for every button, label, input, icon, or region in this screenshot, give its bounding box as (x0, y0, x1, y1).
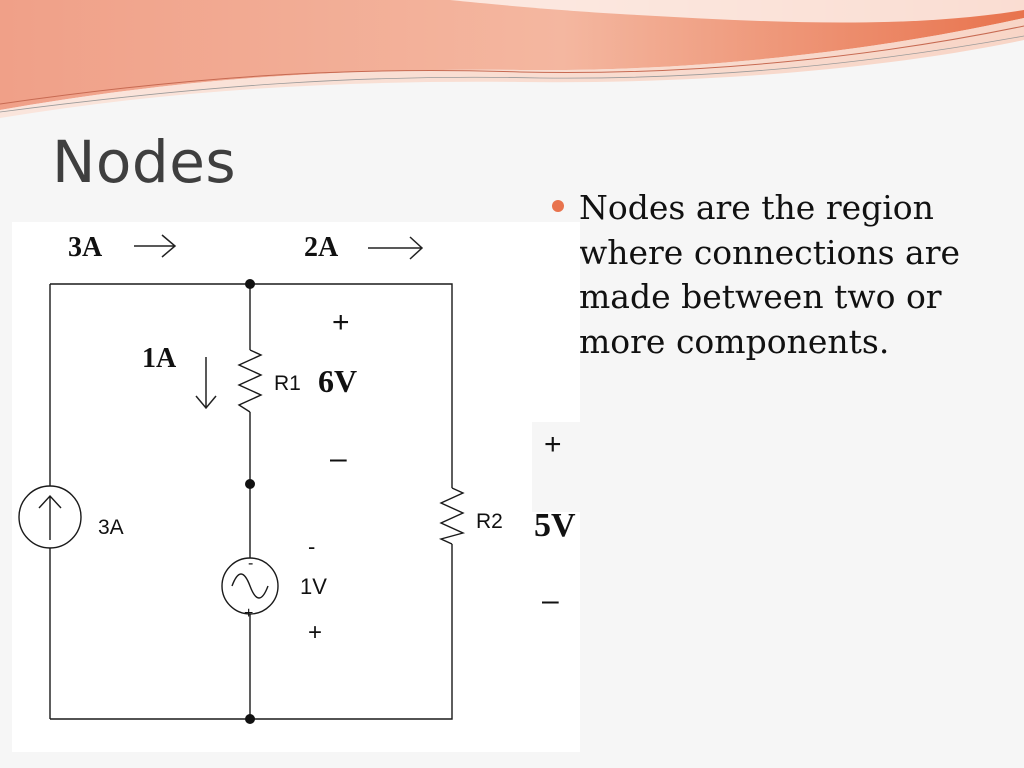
circuit-background (12, 222, 580, 752)
circuit-diagram: 3A 2A 1A + R1 6V – 3A - 1V + - + R2 + 5V… (12, 222, 580, 752)
ac-source-icon (221, 557, 279, 615)
arrow-down-icon (195, 357, 217, 410)
resistor-r1-icon (237, 349, 263, 413)
vs-minus-inner: - (248, 555, 253, 572)
node-dot-bottom (245, 714, 255, 724)
vs-minus-outer: - (308, 534, 315, 559)
voltage-source-label: 1V (300, 574, 327, 599)
slide-title: Nodes (52, 128, 237, 196)
node-dot-top (245, 279, 255, 289)
circuit-background-notch (532, 422, 580, 512)
r2-voltage-label: 5V (534, 507, 576, 544)
r1-label: R1 (274, 372, 301, 395)
bullet-list: Nodes are the region where connections a… (552, 186, 992, 364)
arrow-right-icon (134, 234, 177, 258)
bullet-dot-icon (552, 200, 564, 212)
r2-minus-sign: – (542, 584, 559, 617)
arrow-right-icon (368, 236, 424, 260)
current-source-label: 3A (98, 516, 124, 539)
r2-label: R2 (476, 510, 503, 533)
wire-top-right (50, 283, 453, 488)
header-wave-decoration (0, 0, 1024, 118)
current-source-icon (18, 485, 82, 549)
current-label-3a-top: 3A (68, 232, 103, 263)
bullet-text: Nodes are the region where connections a… (579, 188, 961, 361)
current-label-1a: 1A (142, 343, 177, 374)
wire-bottom-right (50, 544, 453, 720)
current-label-2a: 2A (304, 232, 339, 263)
r1-plus-sign: + (332, 306, 350, 339)
resistor-r2-icon (438, 487, 466, 545)
r1-minus-sign: – (330, 442, 347, 475)
node-dot-middle (245, 479, 255, 489)
r1-voltage-label: 6V (318, 363, 357, 399)
r2-plus-sign: + (544, 428, 562, 461)
vs-plus-outer: + (308, 619, 322, 646)
vs-plus-inner: + (244, 605, 253, 622)
